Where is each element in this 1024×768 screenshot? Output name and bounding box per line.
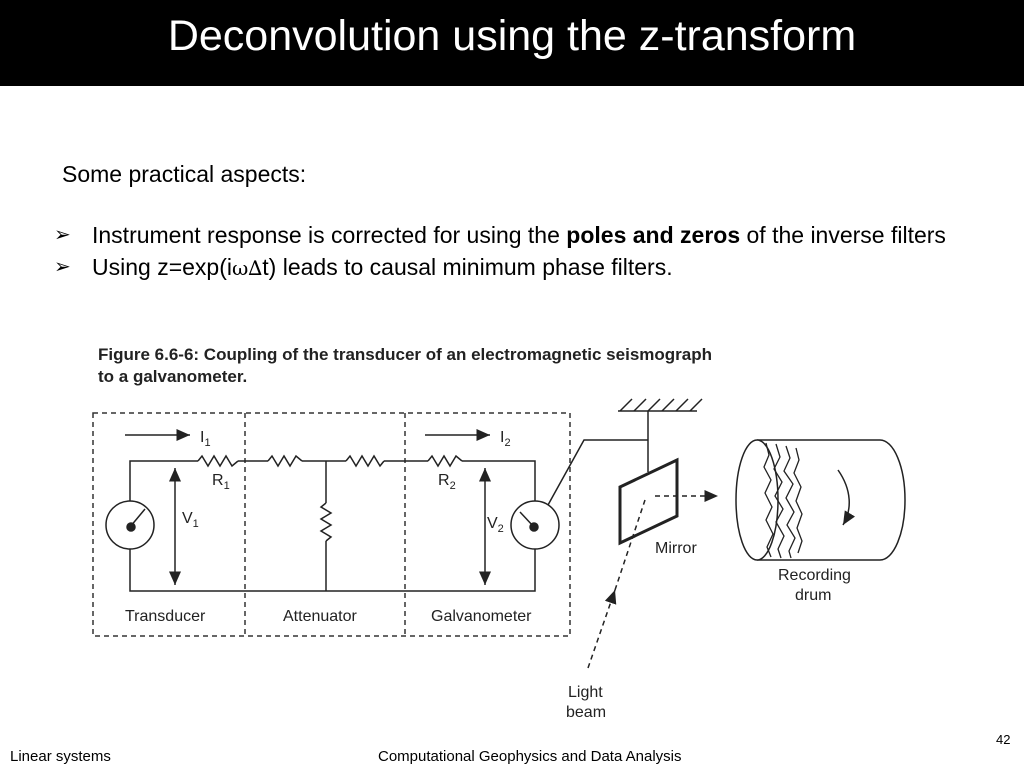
figure-caption: Figure 6.6-6: Coupling of the transducer…: [98, 344, 918, 388]
label-v2: V2: [487, 515, 504, 535]
circuit-wires: [129, 460, 536, 592]
title-bar: [0, 0, 1024, 86]
voltage-arrows: [169, 468, 491, 585]
label-transducer: Transducer: [125, 608, 206, 625]
label-r1: R1: [212, 472, 230, 492]
trace-3: [783, 445, 796, 559]
resistor-a1: [267, 454, 303, 468]
hatch-2: [633, 398, 647, 412]
label-r2: R2: [438, 472, 456, 492]
hatch-1: [619, 398, 633, 412]
label-i2: I2: [500, 429, 511, 449]
bullet-arrow-icon: ➢: [54, 224, 71, 246]
coil-lead: [547, 439, 648, 506]
label-attenuator: Attenuator: [283, 608, 358, 625]
label-i1: I1: [200, 429, 211, 449]
figure-caption-line-1: Figure 6.6-6: Coupling of the transducer…: [98, 345, 712, 364]
hatch-5: [675, 398, 689, 412]
bullet-item-2: ➢ Using z=exp(iω∆t) leads to causal mini…: [52, 252, 992, 284]
wire-left-top: [129, 460, 198, 501]
seismograph-diagram: I1 I2 R1 R2 V1 V2 Transducer Attenuator …: [92, 398, 906, 721]
hatch-6: [689, 398, 703, 412]
drum-rotation-arrow: [837, 469, 856, 526]
incoming-beam-lower: [587, 589, 617, 669]
drum-body: [757, 439, 906, 561]
bullet-item-1: ➢ Instrument response is corrected for u…: [52, 220, 992, 251]
label-v1: V1: [182, 510, 199, 530]
label-recording: Recording: [778, 567, 851, 584]
resistors: [197, 454, 463, 542]
trace-1: [763, 442, 774, 558]
light-beam: [587, 490, 718, 669]
hatch-3: [647, 398, 661, 412]
seismogram-traces: [763, 442, 803, 559]
label-galvanometer: Galvanometer: [431, 608, 532, 625]
slide-title: Deconvolution using the z-transform: [167, 12, 857, 60]
bullet-2-text-post: t) leads to causal minimum phase filters…: [262, 254, 673, 280]
figure-caption-line-2: to a galvanometer.: [98, 367, 248, 386]
transducer-meter: [105, 500, 155, 550]
bullet-arrow-icon: ➢: [54, 256, 71, 278]
transducer-pivot: [126, 522, 136, 532]
intro-text: Some practical aspects:: [62, 161, 307, 187]
bullet-2-text-pre: Using z=exp(i: [92, 254, 232, 280]
hatch-4: [661, 398, 675, 412]
label-mirror: Mirror: [655, 540, 697, 557]
trace-2: [773, 443, 785, 559]
resistor-a2: [345, 454, 385, 468]
recording-drum: [735, 439, 906, 561]
bullet-list: ➢ Instrument response is corrected for u…: [52, 220, 992, 285]
footer-center: Computational Geophysics and Data Analys…: [378, 748, 682, 765]
footer-left: Linear systems: [10, 748, 111, 765]
incoming-beam-upper: [614, 499, 646, 591]
galvanometer-pivot: [529, 522, 539, 532]
resistor-r1: [197, 454, 239, 468]
outer-dashed-box: [92, 412, 571, 637]
resistor-shunt: [319, 502, 333, 542]
bullet-2-symbol: ω∆: [231, 256, 263, 280]
dashed-boxes: [92, 412, 571, 637]
page-number: 42: [996, 732, 1011, 747]
bullet-1-text-post: of the inverse filters: [740, 222, 946, 248]
wire-bottom: [129, 549, 536, 592]
bullet-1-text-pre: Instrument response is corrected for usi…: [92, 222, 567, 248]
drum-face: [735, 439, 779, 561]
label-drum: drum: [795, 587, 831, 604]
trace-4: [793, 447, 803, 554]
label-beam: beam: [566, 704, 606, 721]
mirror: [618, 457, 679, 546]
label-light: Light: [568, 684, 603, 701]
galvanometer-meter: [510, 500, 560, 550]
mirror-suspension: [547, 398, 703, 506]
resistor-r2: [427, 454, 463, 468]
bullet-1-bold: poles and zeros: [566, 222, 741, 248]
wire-right-top: [462, 460, 536, 501]
